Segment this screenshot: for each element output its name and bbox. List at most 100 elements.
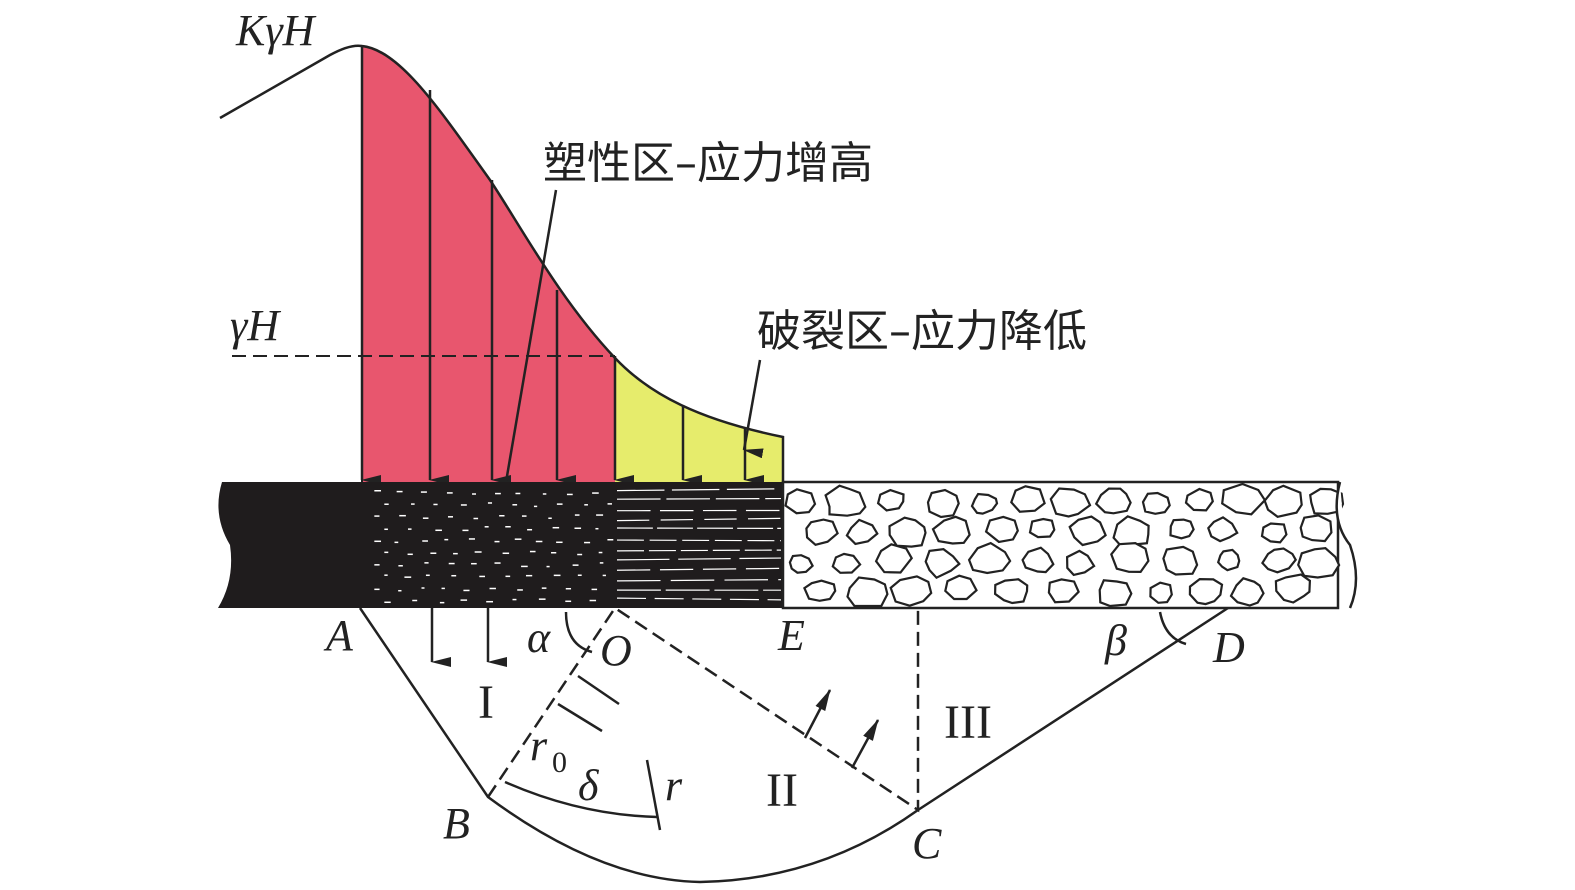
rock [931,515,971,545]
rock [970,492,999,515]
dot [566,493,573,496]
dot [512,504,518,506]
dot [512,598,517,601]
rock [1065,549,1096,577]
dot [486,600,494,603]
dot [495,492,501,495]
rock [1098,579,1133,608]
dot [472,493,477,495]
rock [1169,518,1195,540]
point-o-label: O [600,626,632,675]
original-stress-label: γH [230,301,281,350]
dot [494,540,500,543]
dot [589,599,597,602]
dot [447,516,454,518]
rock [1229,577,1265,607]
stress-curve [219,44,785,482]
dot [577,574,582,576]
stripe [616,497,782,500]
alpha-label: α [527,613,551,662]
dot [515,492,521,495]
rock [1297,547,1341,579]
dot [451,574,457,577]
point-e-label: E [777,611,805,660]
fracture-zone-leader [742,359,764,459]
dot [602,574,606,577]
stripe [616,539,782,542]
dot [384,528,388,531]
dot [565,587,572,590]
rock [1309,487,1345,515]
dot [468,538,475,540]
dot [421,587,425,589]
dot [577,553,583,556]
dot [598,551,603,554]
slip-line-boundary [358,606,1229,884]
dot [463,589,470,592]
dot [599,562,604,564]
point-a-label: A [323,611,354,660]
stripe [616,567,782,571]
stripe [616,517,782,522]
dot [424,562,429,564]
dot [374,490,382,492]
rock [967,541,1012,575]
rock [846,576,889,608]
dot [584,504,588,506]
rock [831,552,862,574]
dot [494,562,501,564]
dot [607,503,612,505]
dot [453,552,458,555]
dot [541,587,547,589]
rock [1260,522,1288,544]
rock [1047,578,1080,604]
dot [556,541,563,544]
dot [430,552,437,554]
dot [412,599,418,602]
dot [546,565,550,568]
dot [398,565,403,567]
dot [374,588,380,591]
dot [529,550,536,553]
rock [1274,573,1312,604]
dot [489,587,496,590]
rock [1162,545,1199,576]
dot [484,526,489,528]
dot [596,514,604,516]
rock [984,515,1019,544]
dot [374,564,380,566]
rock [1110,541,1150,574]
dot [535,540,543,543]
dot [574,527,582,529]
rock [1068,515,1107,547]
dot [533,505,538,508]
dot [474,551,482,553]
dot [591,588,598,591]
plastic-coal-zone [362,482,615,608]
plastic-zone-texture [374,490,614,604]
dot [538,598,546,600]
zone-ii-label: II [766,764,798,817]
rock [1221,482,1267,516]
rock [1299,514,1333,543]
point-b-label: B [443,799,470,848]
delta-label: δ [578,761,600,810]
rock [924,548,961,580]
tick-marks [557,674,620,733]
dot [420,491,427,493]
rock [874,543,914,574]
normal-arrow-1 [803,689,832,739]
dot [499,515,505,517]
dot [411,503,415,505]
dot [548,517,552,520]
rock [1216,548,1241,572]
zone-iii-label: III [944,696,992,749]
plastic-zone-label: 塑性区–应力增高 [543,138,873,189]
r0-label: r [530,721,548,770]
rock [1141,491,1171,515]
dot [502,552,510,555]
dot [374,515,380,517]
r0-subscript: 0 [552,746,567,779]
rock [926,488,960,519]
dot [514,538,522,540]
